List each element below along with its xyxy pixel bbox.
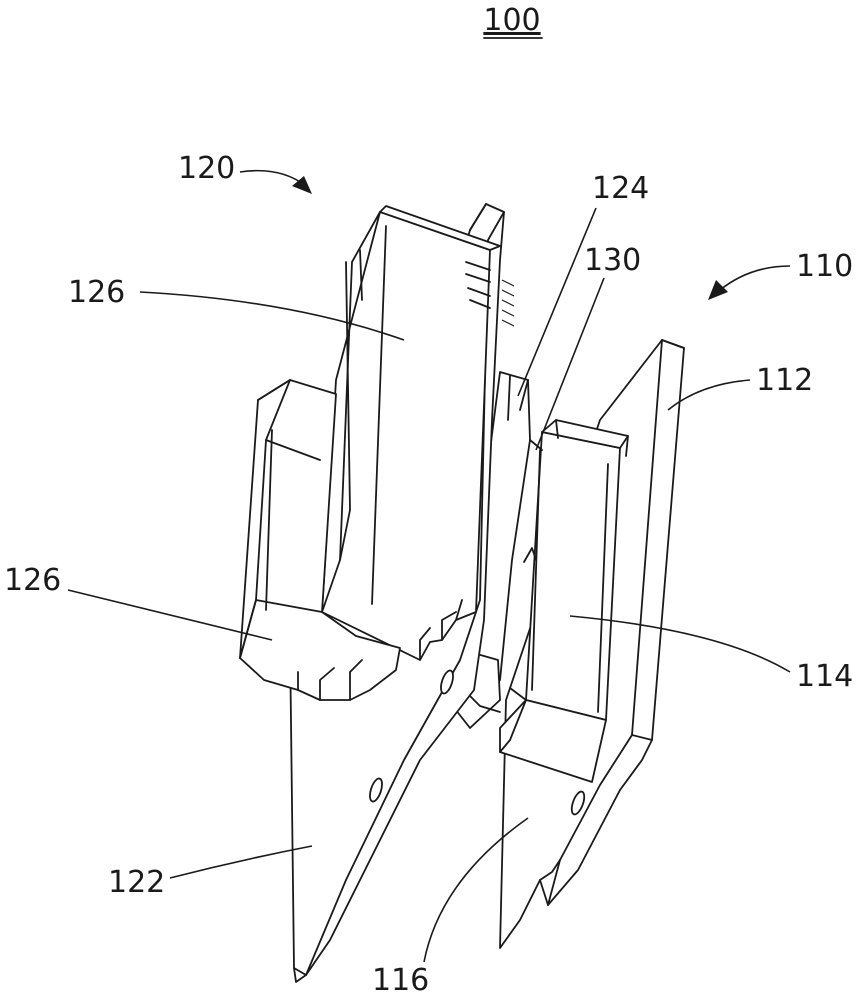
connector-126-upper-steps (419, 599, 463, 661)
connector-126-upper-front (321, 211, 491, 661)
leader-126-lower (67, 589, 273, 641)
plate-112-edge (547, 339, 663, 906)
part-130-tip (523, 547, 537, 563)
pin-row (501, 279, 515, 327)
label-120: 120 (178, 151, 235, 186)
plate-112-thickness (631, 339, 685, 741)
assembly-120 (239, 203, 515, 983)
leader-114 (569, 615, 791, 673)
hole-lower (369, 777, 383, 803)
label-124: 124 (592, 171, 649, 206)
leader-124 (517, 207, 597, 397)
hole-upper (440, 669, 454, 695)
labels: 120 124 130 110 126 112 126 114 122 116 (4, 151, 853, 998)
leader-126-upper (139, 291, 405, 341)
connector-126-lower-steps (297, 659, 363, 701)
label-114: 114 (796, 659, 853, 694)
label-126-upper: 126 (68, 275, 125, 310)
connector-114-inner (531, 449, 609, 713)
leader-122 (169, 845, 313, 879)
plate-122-edge (305, 203, 505, 976)
connector-126-upper-top (379, 205, 501, 251)
connector-126-lower-face (239, 599, 323, 659)
label-126-lower: 126 (4, 563, 61, 598)
leaders (67, 169, 791, 963)
label-130: 130 (584, 243, 641, 278)
connector-126-lower-top (257, 379, 321, 461)
plate-116-notch (539, 859, 561, 881)
leader-130 (535, 277, 605, 451)
connector-114-body (525, 431, 621, 721)
label-122: 122 (108, 865, 165, 900)
assembly-110 (499, 339, 685, 949)
connector-114-rim (555, 419, 629, 457)
arrowhead-110 (708, 280, 728, 300)
connector-114-base-edge (499, 687, 527, 753)
label-112: 112 (756, 363, 813, 398)
label-110: 110 (796, 249, 853, 284)
connector-114-base (499, 699, 607, 783)
leader-110 (719, 265, 791, 291)
mounting-hole (570, 790, 586, 816)
plate-122-thickness (293, 967, 307, 983)
connector-126-upper-side (321, 211, 381, 613)
connector-126-upper-pins (465, 261, 491, 309)
leader-116 (423, 817, 529, 963)
leader-112 (667, 379, 751, 411)
label-116: 116 (372, 963, 429, 998)
connector-126-upper-edge (339, 225, 387, 605)
arrowhead-120 (292, 176, 312, 194)
connector-126-lower-front (239, 379, 401, 701)
part-124-edge (507, 375, 543, 451)
figure-number: 100 (483, 3, 540, 38)
